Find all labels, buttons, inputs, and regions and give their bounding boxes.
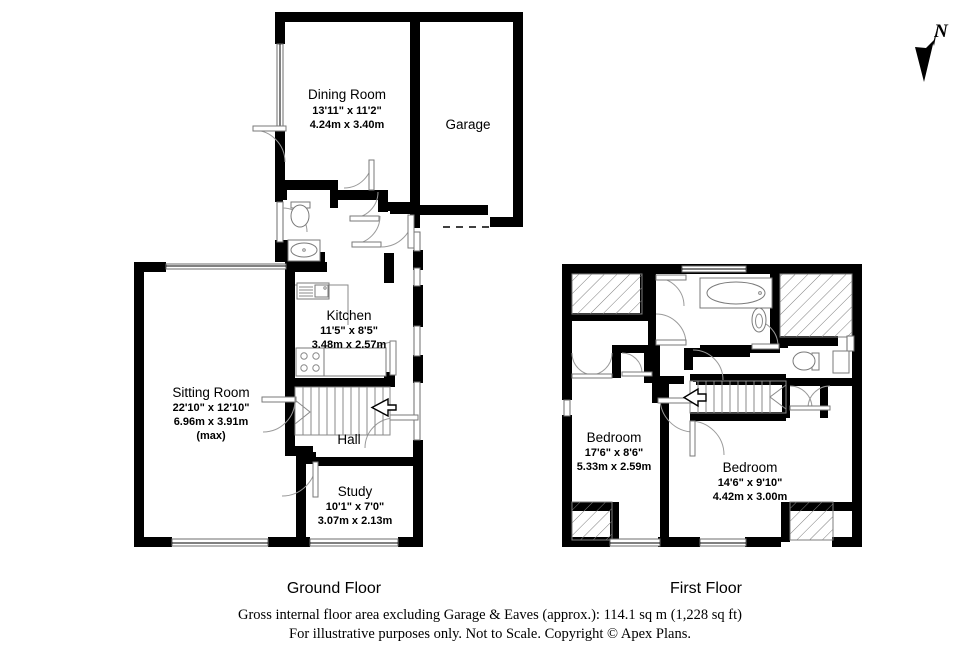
- ground-floor-room-labels: Dining Room 13'11" x 11'2" 4.24m x 3.40m…: [172, 87, 490, 527]
- room-label-bedroom-right: Bedroom: [723, 460, 778, 475]
- eaves-storage-bottom-left: [571, 501, 613, 541]
- bathroom-fixtures: [699, 277, 850, 374]
- room-dims-metric-kitchen: 3.48m x 2.57m: [312, 339, 387, 351]
- first-floor-windows: [563, 265, 855, 547]
- caption-line-2: For illustrative purposes only. Not to S…: [289, 626, 691, 642]
- room-dims-metric-study: 3.07m x 2.13m: [318, 515, 393, 527]
- room-label-bedroom-left: Bedroom: [587, 430, 642, 445]
- kitchen-fixtures: [295, 282, 387, 377]
- room-label-hall: Hall: [337, 432, 360, 447]
- room-dims-metric-sitting-room: 6.96m x 3.91m: [174, 416, 249, 428]
- caption-line-1: Gross internal floor area excluding Gara…: [238, 607, 742, 623]
- ground-floor-stairs: [294, 386, 397, 436]
- toilet-bowl-icon-first: [792, 351, 816, 371]
- floor-title-ground: Ground Floor: [287, 580, 382, 597]
- stairs-up-arrow-icon: [370, 397, 397, 418]
- room-dims-imperial-sitting-room: 22'10" x 12'10": [173, 402, 250, 414]
- ground-floor-doors: [252, 125, 419, 498]
- first-floor-plan: Bedroom 17'6" x 8'6" 5.33m x 2.59m Bedro…: [562, 264, 862, 547]
- basin-bowl-icon: [290, 242, 318, 258]
- toilet-bowl-icon: [290, 204, 310, 228]
- ground-floor-plan: Dining Room 13'11" x 11'2" 4.24m x 3.40m…: [134, 12, 523, 547]
- first-floor-room-labels: Bedroom 17'6" x 8'6" 5.33m x 2.59m Bedro…: [577, 430, 788, 503]
- room-label-garage: Garage: [445, 117, 490, 132]
- kitchen-counter-icon: [323, 347, 387, 377]
- room-dims-imperial-kitchen: 11'5" x 8'5": [320, 325, 378, 337]
- eaves-storage-top-right: [779, 273, 853, 338]
- ground-floor-walls: [134, 12, 523, 547]
- room-label-sitting-room: Sitting Room: [172, 385, 249, 400]
- first-floor-doors: [571, 274, 831, 457]
- room-dims-imperial-study: 10'1" x 7'0": [326, 501, 384, 513]
- wc-fixtures: [287, 201, 321, 262]
- first-floor-eaves-storage: [571, 273, 853, 541]
- stairs-down-arrow-icon: [682, 387, 707, 408]
- north-arrow-icon: [915, 25, 938, 82]
- room-dims-imperial-dining-room: 13'11" x 11'2": [312, 105, 382, 117]
- room-label-study: Study: [338, 484, 373, 499]
- room-dims-metric-dining-room: 4.24m x 3.40m: [310, 119, 385, 131]
- kitchen-hob-icon: [295, 347, 325, 377]
- eaves-storage-bottom-right: [789, 501, 834, 541]
- room-dims-imperial-bedroom-left: 17'6" x 8'6": [585, 447, 643, 459]
- wc-side-unit-icon: [832, 350, 850, 374]
- washbasin-icon: [751, 307, 767, 333]
- room-label-dining-room: Dining Room: [308, 87, 386, 102]
- first-floor-stairs: [682, 380, 787, 414]
- room-dims-imperial-bedroom-right: 14'6" x 9'10": [718, 477, 783, 489]
- eaves-storage-top-left: [571, 273, 643, 315]
- floor-title-first: First Floor: [670, 580, 743, 597]
- room-label-kitchen: Kitchen: [326, 308, 371, 323]
- room-dims-note-sitting-room: (max): [196, 430, 226, 442]
- room-dims-metric-bedroom-left: 5.33m x 2.59m: [577, 461, 652, 473]
- room-dims-metric-bedroom-right: 4.42m x 3.00m: [713, 491, 788, 503]
- north-arrow-label: N: [933, 21, 949, 42]
- ground-floor-windows: [165, 43, 421, 547]
